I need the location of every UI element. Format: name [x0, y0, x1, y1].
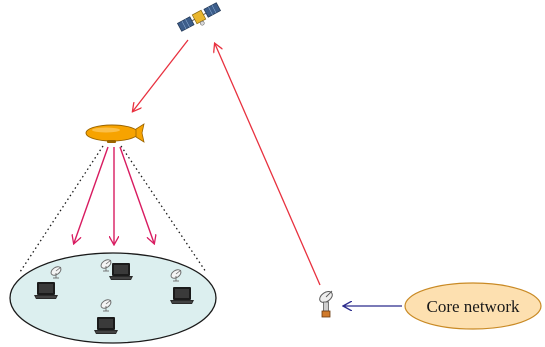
satellite-icon	[176, 2, 222, 32]
downlink-arrow-left	[74, 146, 109, 243]
satellite-to-airship-arrow	[133, 39, 189, 111]
downlink-arrow-right	[119, 146, 154, 243]
core-network-node: Core network	[404, 282, 542, 330]
beam-edge-right	[120, 145, 207, 273]
coverage-area	[9, 252, 217, 344]
core-network-label: Core network	[426, 297, 520, 316]
airship-icon	[85, 123, 145, 143]
ground-station-dish-icon	[319, 290, 333, 318]
ground-to-satellite-arrow	[215, 44, 321, 286]
beam-edge-left	[19, 145, 104, 273]
